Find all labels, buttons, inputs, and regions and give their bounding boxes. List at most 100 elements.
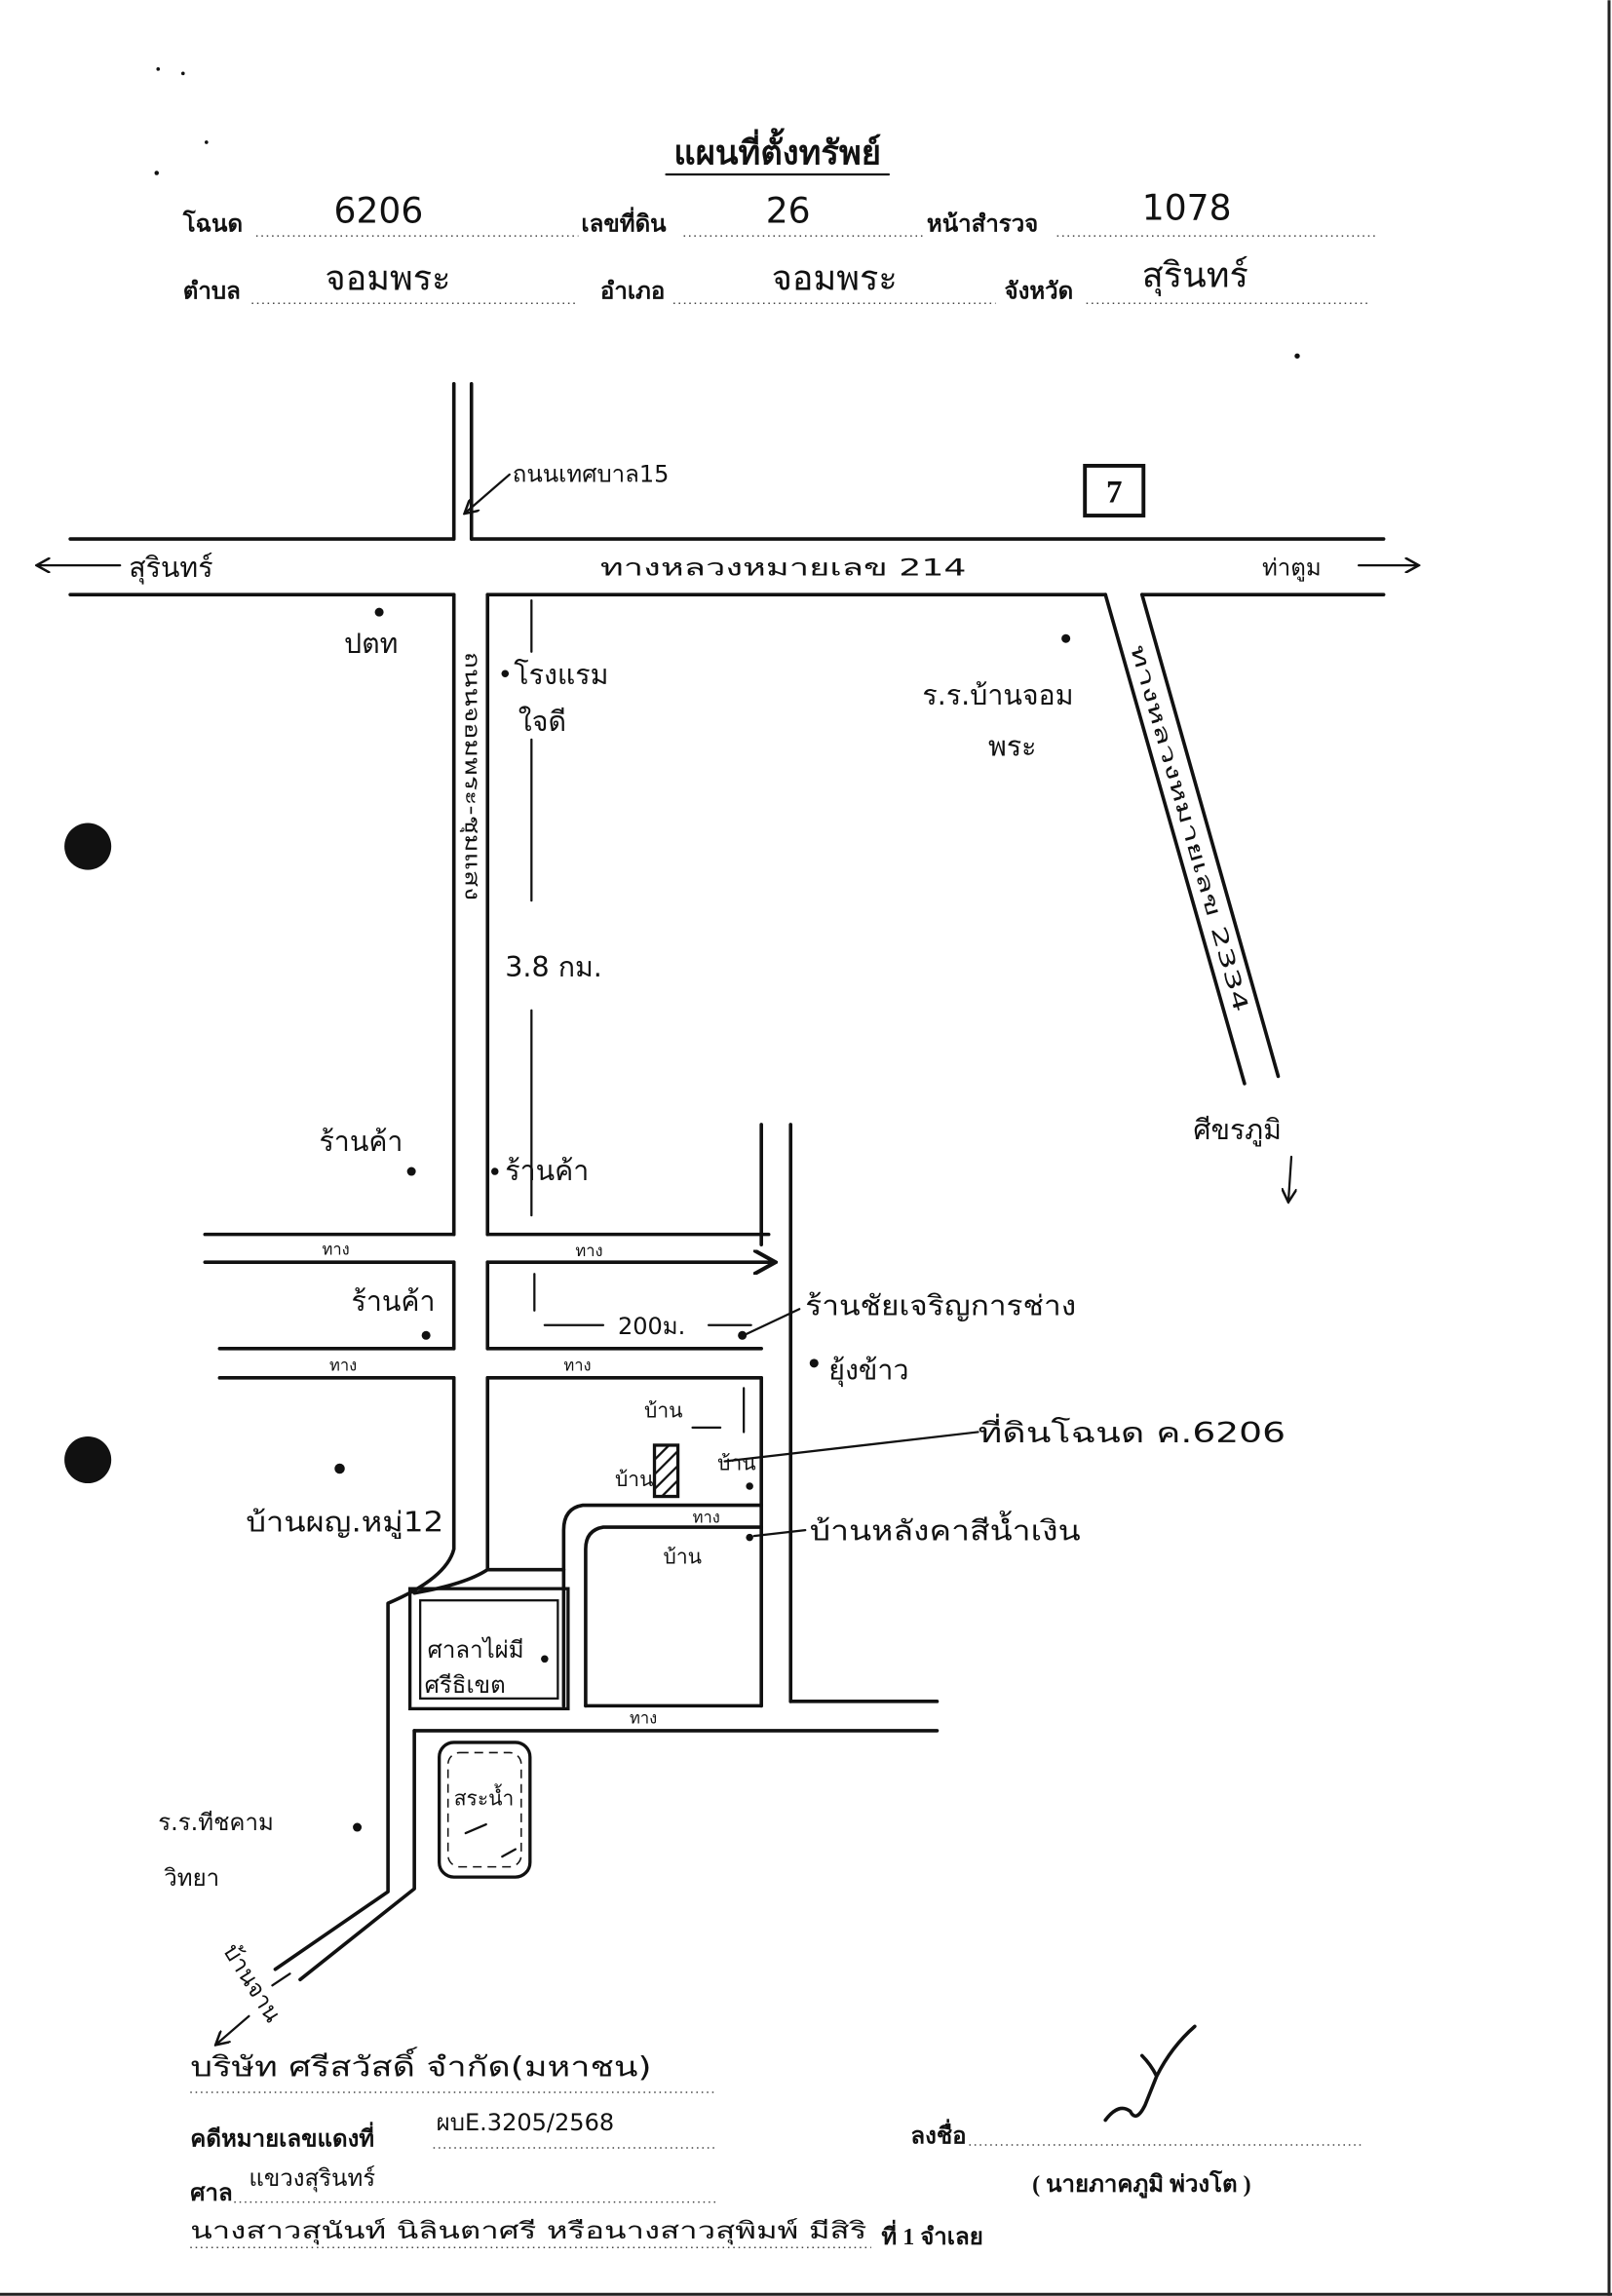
case-number-value: ผบE.3205/2568 <box>437 2109 614 2136</box>
highway-2334 <box>1103 593 1281 1086</box>
pond-label: สระน้ำ <box>454 1784 515 1811</box>
province-value: สุรินทร์ <box>1142 255 1248 297</box>
route-marker-number: 7 <box>1106 475 1123 510</box>
water-mark <box>464 1822 487 1835</box>
house-label: บ้าน <box>664 1545 703 1569</box>
lane-distance-label: 200ม. <box>618 1313 685 1340</box>
gas-station-label: ปตท <box>344 628 398 660</box>
scan-speck <box>180 71 185 76</box>
subdistrict-value: จอมพระ <box>326 258 451 299</box>
lane-label: ทาง <box>575 1242 602 1260</box>
plot-hatch <box>660 1478 679 1498</box>
school-bottom-marker <box>353 1822 363 1832</box>
pond <box>438 1741 532 1879</box>
lane-label: ทาง <box>329 1356 357 1374</box>
plot-hatch <box>653 1449 679 1476</box>
subdistrict-label: ตำบล <box>183 279 241 305</box>
signer-name: ( นายภาคภูมิ พ่วงโต ) <box>1032 2169 1251 2199</box>
local-road <box>271 593 490 1987</box>
shop-marker <box>421 1330 431 1340</box>
gas-station-marker <box>374 607 384 617</box>
access-lane <box>485 1503 763 1708</box>
arrow-to-sikhoraphum <box>1288 1155 1291 1201</box>
shrine <box>407 1587 570 1711</box>
punch-hole <box>64 1435 112 1484</box>
plot-hatch <box>653 1443 671 1462</box>
municipal-road-15 <box>451 382 474 541</box>
survey-page-label: หน้าสำรวจ <box>927 211 1038 238</box>
headman-house-marker <box>334 1463 345 1474</box>
headman-house-label: บ้านผญ.หมู่12 <box>246 1507 443 1540</box>
shop-marker <box>406 1167 416 1176</box>
shop-marker <box>491 1167 499 1175</box>
lane-label: ทาง <box>693 1509 720 1527</box>
road-edge <box>1139 593 1281 1079</box>
shop-label: ร้านค้า <box>319 1126 403 1158</box>
road-edge <box>412 1567 490 1595</box>
lane-bottom <box>412 1703 940 1733</box>
rice-barn-label: ยุ้งข้าว <box>828 1354 908 1387</box>
deed-label: โฉนด <box>182 210 243 238</box>
direction-left-label: สุรินทร์ <box>129 552 212 585</box>
blue-roof-house-pointer <box>752 1528 807 1538</box>
municipal-road-pointer <box>466 473 511 513</box>
signature-label: ลงชื่อ <box>910 2119 966 2150</box>
deed-value: 6206 <box>334 191 424 232</box>
plaintiff-name: บริษัท ศรีสวัสดิ์ จำกัด(มหาชน) <box>190 2046 651 2083</box>
highway-214 <box>68 537 1386 596</box>
road-edge <box>273 1376 456 1971</box>
case-number-label: คดีหมายเลขแดงที่ <box>190 2122 374 2153</box>
hotel-label-line2: ใจดี <box>518 706 566 738</box>
highway-2334-label: ทางหลวงหมายเลข 2334 <box>1126 642 1254 1014</box>
repair-shop-pointer <box>746 1308 801 1335</box>
road-edge <box>1103 593 1247 1086</box>
house-label: บ้าน <box>717 1450 756 1474</box>
lane-label: ทาง <box>630 1708 657 1727</box>
survey-page-value: 1078 <box>1142 188 1232 229</box>
defendant-suffix: ที่ 1 จำเลย <box>881 2219 982 2250</box>
repair-shop-marker <box>738 1330 748 1340</box>
lane-1 <box>203 1232 773 1263</box>
distance-label: 3.8 กม. <box>505 951 602 983</box>
scan-speck <box>154 171 159 175</box>
plot-outline <box>652 1443 680 1499</box>
lane-edge <box>584 1525 763 1708</box>
shop-label: ร้านค้า <box>505 1155 589 1187</box>
province-label: จังหวัด <box>1005 280 1074 305</box>
punch-hole <box>64 823 112 870</box>
house-marker <box>746 1482 753 1490</box>
school-top-marker <box>1061 633 1071 643</box>
court-name: แขวงสุรินทร์ <box>249 2164 375 2193</box>
subject-property-label: ที่ดินโฉนด ค.6206 <box>979 1414 1286 1449</box>
school-top-label-line2: พระ <box>988 730 1036 762</box>
lane-edge <box>561 1503 763 1708</box>
lane-2 <box>217 1347 763 1380</box>
court-label: ศาล <box>190 2181 232 2206</box>
route-marker-box <box>1083 463 1146 517</box>
lane-label: ทาง <box>322 1241 349 1259</box>
district-value: จอมพระ <box>772 258 898 299</box>
shrine-label-line1: ศาลาไผ่มี <box>428 1636 524 1664</box>
rice-barn-marker <box>809 1358 819 1368</box>
school-bottom-label-line1: ร.ร.ทีชคาม <box>158 1809 274 1836</box>
land-number-value: 26 <box>766 191 811 232</box>
scan-speck <box>156 67 161 71</box>
local-road-label: ถนนจอมพระ-ชุมแสง <box>460 652 485 900</box>
scan-speck <box>1294 353 1300 359</box>
road-edge <box>298 1729 416 1982</box>
district-label: อำเภอ <box>600 279 665 305</box>
blue-roof-house-label: บ้านหลังคาสีน้ำเงิน <box>810 1512 1081 1548</box>
scan-speck <box>205 140 209 144</box>
arrow-bottom-left <box>216 2014 250 2045</box>
highway-214-label: ทางหลวงหมายเลข 214 <box>600 555 967 582</box>
shrine-marker <box>541 1655 549 1664</box>
subject-property-plot <box>652 1443 680 1499</box>
signature-mark <box>1103 2024 1197 2123</box>
shrine-outline <box>407 1587 570 1711</box>
land-number-label: เลขที่ดิน <box>581 207 667 238</box>
shrine-inner-outline <box>419 1599 559 1700</box>
house-label: บ้าน <box>615 1467 654 1491</box>
house-label: บ้าน <box>644 1397 683 1422</box>
repair-shop-label: ร้านชัยเจริญการช่าง <box>805 1289 1076 1321</box>
